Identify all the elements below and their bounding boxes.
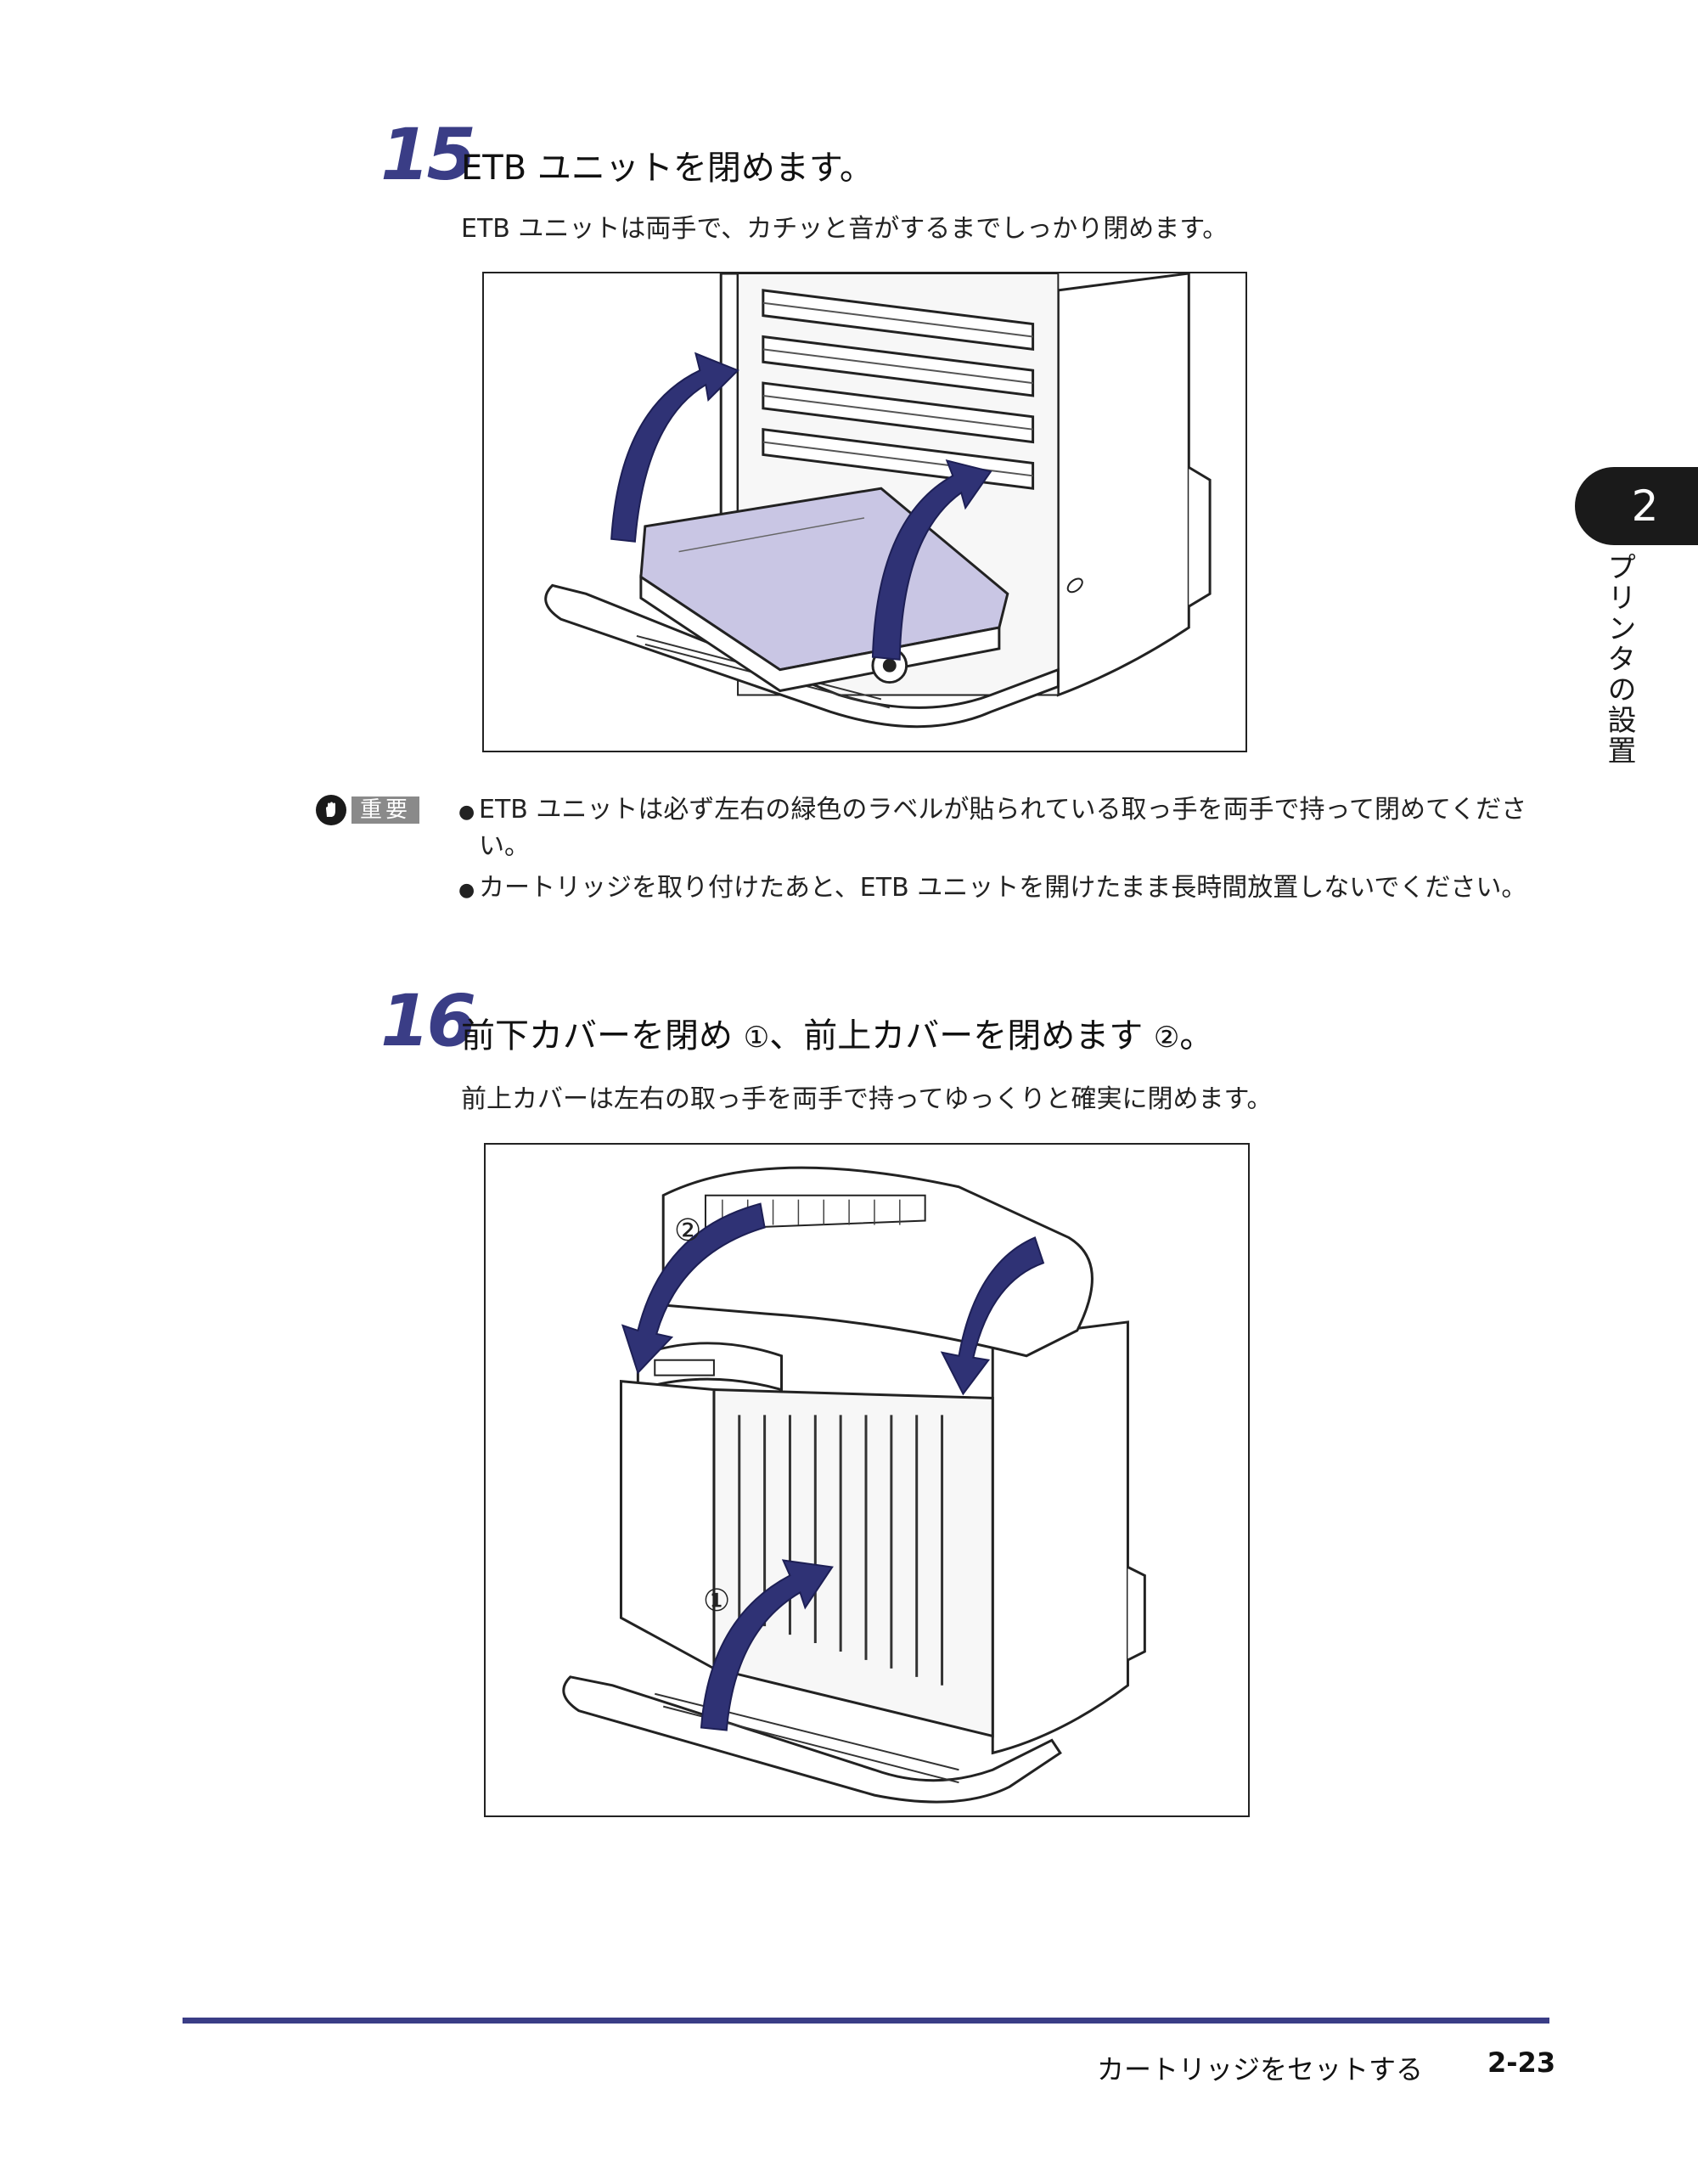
step-number-15: 15 xyxy=(380,113,476,196)
important-note-2-text: カートリッジを取り付けたあと、ETB ユニットを開けたまま長時間放置しないでくだ… xyxy=(479,873,1527,903)
illustration-printer-covers xyxy=(562,1166,1146,1804)
chapter-tab: 2 xyxy=(1575,467,1698,545)
footer-page-number: 2-23 xyxy=(1487,2046,1556,2079)
important-note-1-text: ETB ユニットは必ず左右の緑色のラベルが貼られている取っ手を両手で持って閉めて… xyxy=(479,795,1527,861)
illustration-printer-etb xyxy=(544,273,1212,729)
chapter-title: プリンタの設置 xyxy=(1602,552,1636,766)
footer-divider xyxy=(183,2018,1549,2024)
important-note-2: ●カートリッジを取り付けたあと、ETB ユニットを開けたまま長時間放置しないでく… xyxy=(458,871,1554,908)
stop-hand-icon xyxy=(316,795,346,825)
callout-marker-1: ① xyxy=(703,1584,731,1618)
step-number-16: 16 xyxy=(380,979,476,1062)
footer-section-title: カートリッジをセットする xyxy=(1097,2053,1424,2085)
step-marker-1: ① xyxy=(743,1021,770,1055)
step-title-16-part2: 、前上カバーを閉めます xyxy=(769,1016,1144,1055)
step-description-15: ETB ユニットは両手で、カチッと音がするまでしっかり閉めます。 xyxy=(461,214,1229,244)
step-title-15: ETB ユニットを閉めます。 xyxy=(461,149,874,188)
step-title-16-part3: 。 xyxy=(1179,1016,1214,1055)
step-title-16: 前下カバーを閉め ①、前上カバーを閉めます ②。 xyxy=(461,1019,1213,1053)
important-label: 重要 xyxy=(351,796,420,824)
callout-marker-2: ② xyxy=(674,1213,702,1248)
step-title-16-part1: 前下カバーを閉め xyxy=(461,1016,733,1055)
bullet-icon: ● xyxy=(458,880,475,901)
figure-etb-unit-closing xyxy=(482,272,1247,752)
step-description-16: 前上カバーは左右の取っ手を両手で持ってゆっくりと確実に閉めます。 xyxy=(461,1084,1273,1114)
important-badge: 重要 xyxy=(316,793,431,827)
step-marker-2: ② xyxy=(1153,1021,1180,1055)
figure-front-covers-closing: ② ① xyxy=(484,1143,1250,1817)
important-note-1: ●ETB ユニットは必ず左右の緑色のラベルが貼られている取っ手を両手で持って閉め… xyxy=(458,793,1554,864)
bullet-icon: ● xyxy=(458,802,475,823)
